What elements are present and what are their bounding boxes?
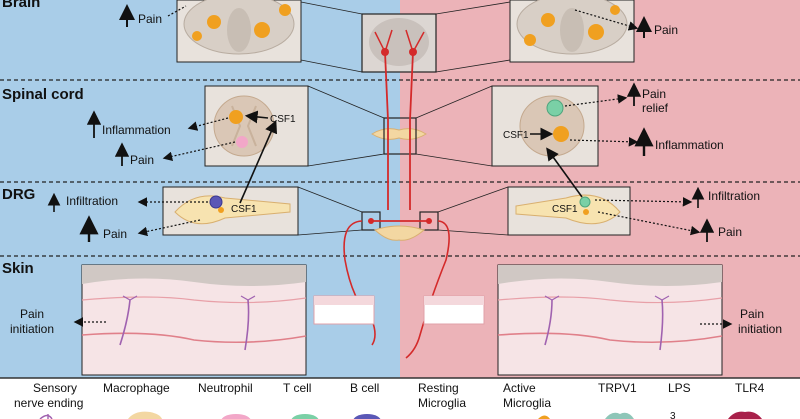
drg-inset-left (162, 186, 299, 236)
legend-item-sensory-line2: nerve ending (14, 396, 83, 410)
b-cell-icon (353, 414, 381, 419)
legend-item-lps: LPS (668, 381, 691, 395)
label-csf1-drg-right: CSF1 (552, 204, 578, 215)
region-label-drg: DRG (2, 186, 35, 203)
arrow-csf1-drg-to-spinal-left (239, 120, 278, 204)
tlr4-icon (728, 411, 762, 419)
brain-inset-right (509, 0, 635, 63)
label-pain-initiation-right-line2: initiation (738, 322, 782, 336)
region-label-skin: Skin (2, 260, 34, 277)
trpv1-icon (605, 412, 634, 419)
legend-item-neutrophil: Neutrophil (198, 381, 253, 395)
label-infiltration-left: Infiltration (66, 194, 118, 208)
sensory-nerve-ending-icon (39, 414, 53, 419)
brain-inset-left (176, 0, 302, 63)
legend-item-trpv1: TRPV1 (598, 381, 637, 395)
legend-item-resting-line2: Microglia (418, 396, 466, 410)
legend-item-macrophage: Macrophage (103, 381, 170, 395)
arrow-csf1-spinal-left (244, 110, 269, 124)
label-infiltration-right: Infiltration (708, 189, 760, 203)
legend-item-t-cell: T cell (283, 381, 311, 395)
legend-background (0, 378, 800, 419)
legend: Sensory nerve ending Macrophage Neutroph… (14, 381, 765, 419)
nerve-tract-left (384, 51, 389, 210)
t-cell-icon (291, 414, 319, 419)
legend-item-active-line1: Active (503, 381, 536, 395)
spinal-inset-right (491, 85, 599, 167)
spinal-inset-left (204, 85, 309, 167)
region-label-spinal-cord: Spinal cord (2, 86, 84, 103)
legend-item-sensory-line1: Sensory (33, 381, 77, 395)
legend-item-resting-line1: Resting (418, 381, 459, 395)
nerve-tract-right (409, 51, 414, 210)
label-csf1-drg-left: CSF1 (231, 204, 257, 215)
central-brain (300, 1, 511, 73)
macrophage-icon (128, 411, 162, 419)
skin-inset-left (81, 264, 307, 376)
arrow-csf1-drg-to-spinal-right (546, 147, 583, 198)
legend-item-tlr4: TLR4 (735, 381, 765, 395)
label-pain-brain-left: Pain (138, 12, 162, 26)
central-skin-patch-right (423, 295, 485, 325)
dotted-arrow-brain-left (167, 5, 187, 17)
lps-icon: 3 (670, 411, 676, 419)
region-label-brain: Brain (2, 0, 40, 11)
label-pain-drg-right: Pain (718, 225, 742, 239)
dotted-arrow-pain-drg-right (597, 211, 701, 236)
label-pain-relief-line1: Pain (642, 87, 666, 101)
dotted-arrow-inflammation-right (569, 136, 639, 147)
label-csf1-spinal-left: CSF1 (270, 114, 296, 125)
dotted-arrow-inflammation-left (187, 117, 229, 131)
label-inflammation-right: Inflammation (655, 138, 724, 152)
label-pain-spinal-left: Pain (130, 153, 154, 167)
label-csf1-spinal-right: CSF1 (503, 130, 529, 141)
legend-item-active-line2: Microglia (503, 396, 551, 410)
label-pain-brain-right: Pain (654, 23, 678, 37)
label-pain-relief-line2: relief (642, 101, 669, 115)
central-drg (297, 186, 509, 241)
drg-inset-right (507, 186, 631, 236)
active-microglia-icon (538, 415, 550, 419)
label-pain-initiation-right-line1: Pain (740, 307, 764, 321)
neutrophil-icon (221, 414, 251, 419)
central-spinal-cord (307, 85, 493, 167)
label-pain-drg-left: Pain (103, 227, 127, 241)
label-inflammation-left: Inflammation (102, 123, 171, 137)
label-pain-initiation-left-line1: Pain (20, 307, 44, 321)
label-pain-initiation-left-line2: initiation (10, 322, 54, 336)
peripheral-nerve-left (343, 220, 376, 346)
dotted-arrow-brain-right (574, 9, 639, 31)
central-skin-patch-left (313, 295, 375, 325)
legend-item-b-cell: B cell (350, 381, 379, 395)
skin-inset-right (497, 264, 723, 376)
